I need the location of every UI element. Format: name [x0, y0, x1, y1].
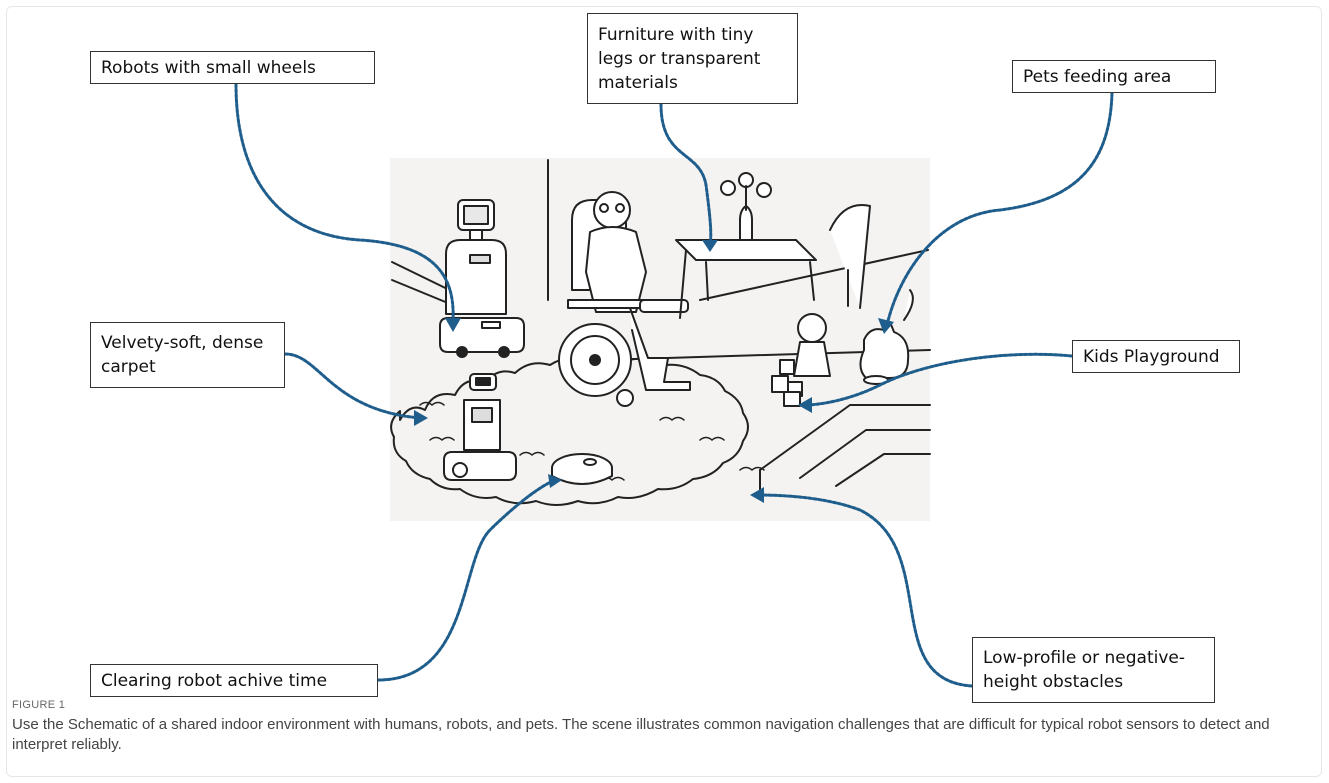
cat-feeding: [859, 289, 914, 385]
callout-line-carpet: [283, 352, 422, 420]
label-pets-feeding: Pets feeding area: [1012, 60, 1216, 93]
label-clearing-robot: Clearing robot achive time: [90, 664, 378, 697]
service-robot-tall: [439, 199, 525, 358]
carpet: [390, 356, 749, 506]
robot-vacuum: [551, 453, 613, 485]
label-furniture: Furniture with tiny legs or transparent …: [587, 13, 798, 104]
callout-line-robots: [234, 82, 455, 324]
child-with-blocks: [771, 313, 831, 407]
figure-caption: FIGURE 1 Use the Schematic of a shared i…: [12, 699, 1312, 755]
callout-line-pets: [885, 91, 1114, 327]
figure-frame: [6, 6, 1322, 777]
stairs-step-down: [759, 404, 931, 493]
indoor-scene-illustration: [234, 82, 1114, 688]
callout-arrowheads: [414, 240, 894, 503]
label-low-profile: Low-profile or negative-height obstacles: [972, 637, 1215, 703]
wheelchair-user: [558, 191, 691, 407]
figure-label: FIGURE 1: [12, 699, 66, 711]
callout-line-kids: [803, 352, 1074, 407]
callout-line-furniture: [659, 102, 713, 247]
callout-line-lowprofile: [753, 493, 974, 688]
label-velvety-carpet: Velvety-soft, dense carpet: [90, 322, 285, 388]
service-robot-small: [443, 373, 517, 481]
callout-line-clearing: [376, 478, 558, 682]
label-robots-small-wheels: Robots with small wheels: [90, 51, 375, 84]
figure-caption-text: Use the Schematic of a shared indoor env…: [12, 716, 1270, 753]
label-kids-playground: Kids Playground: [1072, 340, 1240, 373]
